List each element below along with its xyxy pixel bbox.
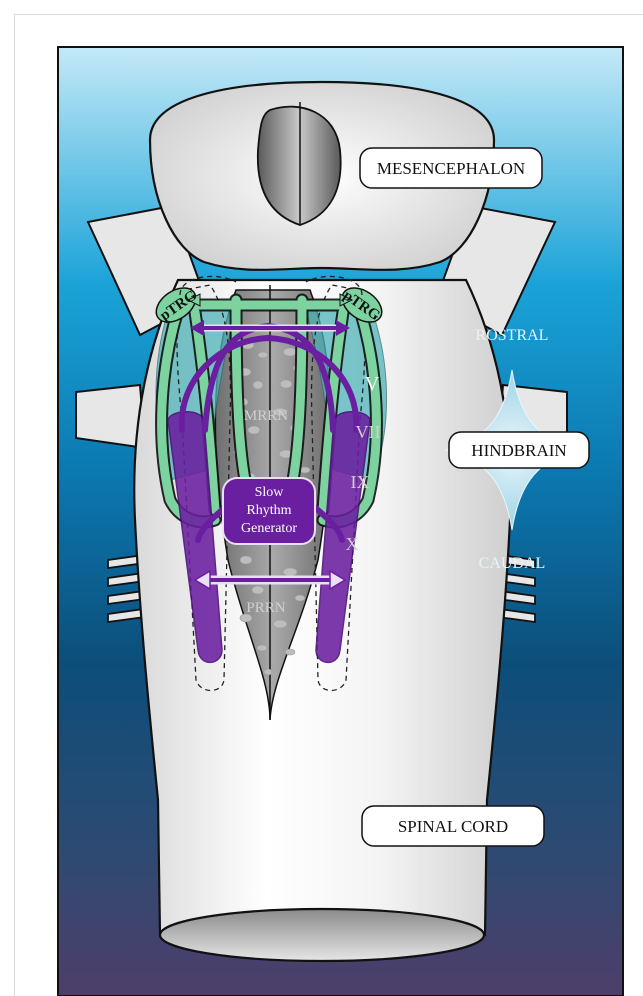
spinal-cord-label: SPINAL CORD [398, 817, 508, 836]
nerve-x-label: X [346, 534, 359, 554]
srg-line-2: Rhythm [246, 503, 291, 518]
slow-rhythm-generator: Slow Rhythm Generator [223, 478, 315, 544]
mesencephalon-label: MESENCEPHALON [377, 159, 525, 178]
left-mid-nerve-root [76, 385, 145, 448]
mrrn-label: MRRN [244, 408, 288, 424]
hindbrain-label: HINDBRAIN [471, 441, 566, 460]
rostral-label: ROSTRAL [476, 327, 549, 344]
nerve-vii-label: VII [356, 422, 381, 442]
srg-line-1: Slow [255, 485, 285, 500]
prrn-label: PRRN [246, 600, 285, 616]
caudal-label: CAUDAL [479, 555, 546, 572]
spinal-cord-cut-end [160, 909, 484, 961]
srg-line-3: Generator [241, 521, 297, 536]
nerve-ix-label: IX [351, 472, 370, 492]
nerve-v-label: V [365, 373, 380, 395]
